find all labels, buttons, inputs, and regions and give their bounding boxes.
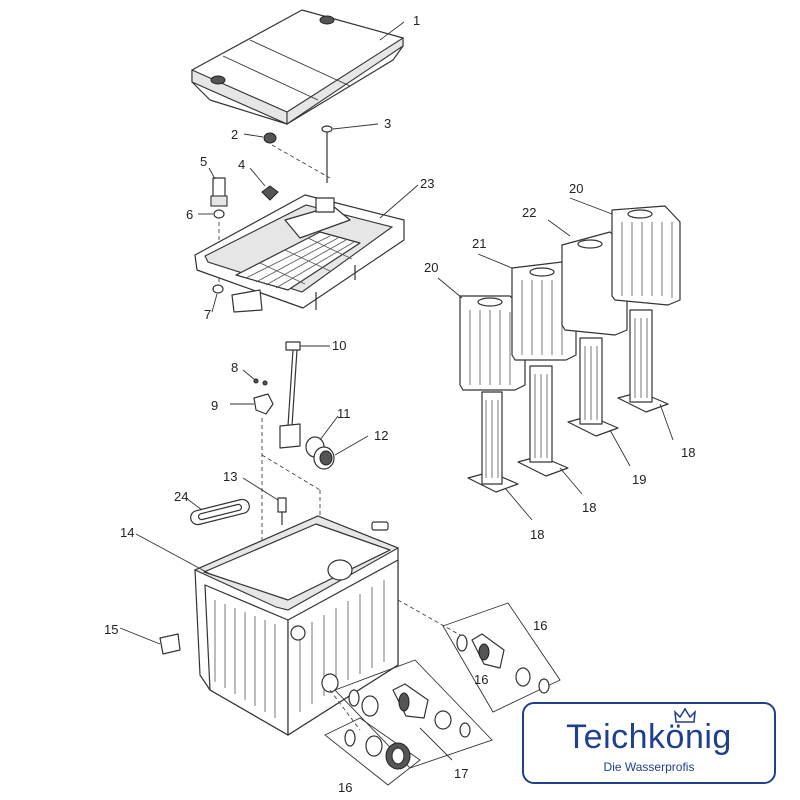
label-18a: 18	[681, 445, 695, 460]
label-7: 7	[204, 307, 211, 322]
label-16a: 16	[533, 618, 547, 633]
small-fittings	[210, 125, 333, 294]
crown-icon	[674, 708, 696, 723]
outlet-and-seal	[190, 497, 287, 526]
label-10: 10	[332, 338, 346, 353]
filter-sponges	[459, 205, 681, 391]
label-24: 24	[174, 489, 188, 504]
label-20b: 20	[424, 260, 438, 275]
filter-holders	[467, 309, 669, 493]
label-1: 1	[413, 13, 420, 28]
label-4: 4	[238, 157, 245, 172]
brand-logo: Teichkönig Die Wasserprofis	[522, 702, 776, 784]
label-19: 19	[632, 472, 646, 487]
label-5: 5	[200, 154, 207, 169]
label-22: 22	[522, 205, 536, 220]
label-9: 9	[211, 398, 218, 413]
label-17: 17	[454, 766, 468, 781]
valve-fittings	[253, 341, 335, 588]
label-8: 8	[231, 360, 238, 375]
filter-tray-part	[194, 194, 405, 313]
label-15: 15	[104, 622, 118, 637]
logo-brand-name: Teichkönig	[566, 718, 732, 756]
label-11: 11	[337, 406, 351, 421]
logo-tagline: Die Wasserprofis	[603, 760, 695, 774]
hose-connectors	[324, 602, 561, 786]
label-13: 13	[223, 469, 237, 484]
label-18c: 18	[530, 527, 544, 542]
label-16c: 16	[338, 780, 352, 795]
label-18b: 18	[582, 500, 596, 515]
label-23: 23	[420, 176, 434, 191]
part-number-labels: 1 2 3 4 5 6 7 8 9 10 11 12 13 14 15 16 1…	[104, 13, 695, 795]
lid-part	[191, 9, 404, 126]
label-3: 3	[384, 116, 391, 131]
label-14: 14	[120, 525, 134, 540]
leader-lines	[119, 21, 674, 761]
label-20a: 20	[569, 181, 583, 196]
label-12: 12	[374, 428, 388, 443]
label-16b: 16	[474, 672, 488, 687]
label-21: 21	[472, 236, 486, 251]
label-6: 6	[186, 207, 193, 222]
filter-housing-part	[159, 515, 461, 736]
label-2: 2	[231, 127, 238, 142]
